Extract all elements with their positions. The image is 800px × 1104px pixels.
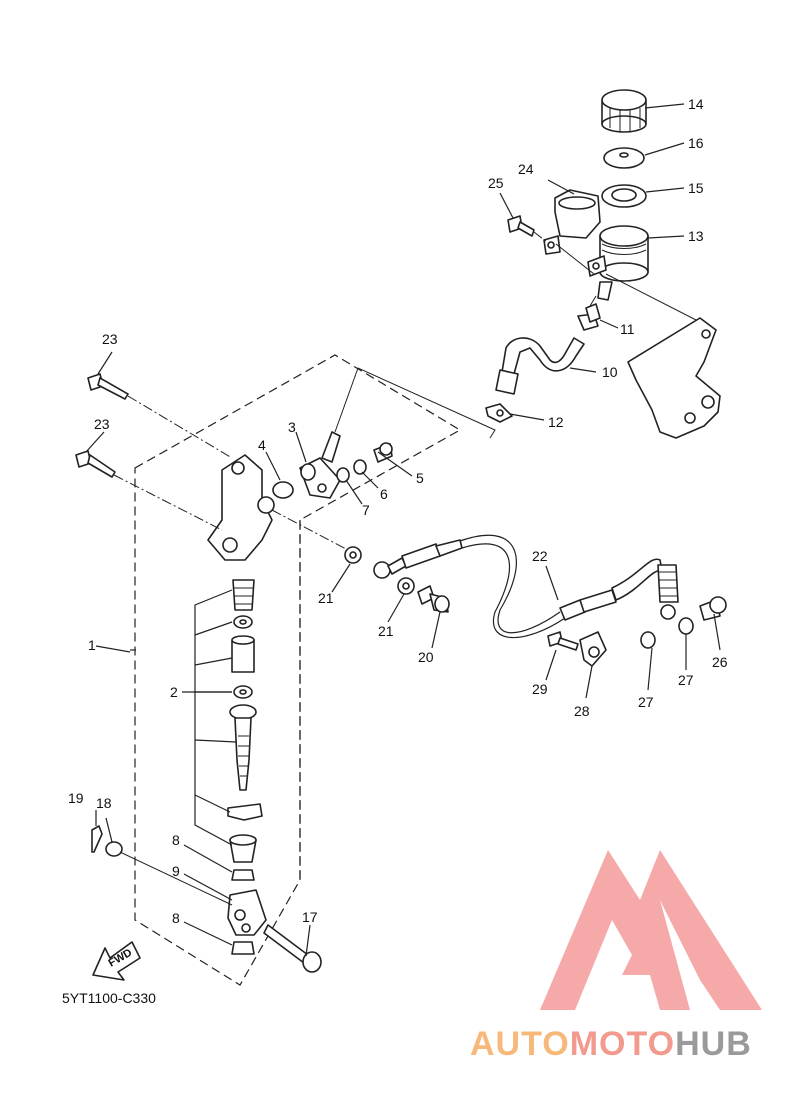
callout-12: 12 [548,414,564,430]
callout-29: 29 [532,681,548,697]
bolt-line-upper [127,395,233,459]
union-bolt-26 [699,596,727,621]
hose-clamp-28 [579,631,607,667]
watermark-moto: MOTO [570,1025,675,1063]
leader-lines [85,103,721,957]
screw-5 [373,442,393,463]
callout-23-upper: 23 [102,331,118,347]
union-bolt-20 [417,585,450,613]
bracket-line [605,273,701,323]
o-ring-4 [272,481,294,499]
callout-24: 24 [518,161,534,177]
bolt-23-upper [87,373,129,400]
callout-15: 15 [688,180,704,196]
callout-22: 22 [532,548,548,564]
watermark-hub: HUB [675,1025,752,1063]
callout-21-left: 21 [318,590,334,606]
nut-8-lower [231,941,255,955]
bracket-2 [194,589,233,846]
callout-5: 5 [416,470,424,486]
diagram-code: 5YT1100-C330 [62,990,156,1006]
reservoir-cover-24 [543,189,601,255]
callout-16: 16 [688,135,704,151]
callout-25: 25 [488,175,504,191]
watermark-logo [540,850,762,1010]
hose-clip-11 [577,303,601,331]
mount-bracket [627,317,721,439]
bolt-line-lower [113,474,223,531]
callout-27-right: 27 [678,672,694,688]
callout-19: 19 [68,790,84,806]
assembly-box-1 [134,354,462,986]
callout-3: 3 [288,419,296,435]
callout-28: 28 [574,703,590,719]
callout-9: 9 [172,863,180,879]
callout-13: 13 [688,228,704,244]
hose-clamp-12 [485,403,513,423]
callout-6: 6 [380,486,388,502]
callout-10: 10 [602,364,618,380]
washer-7 [336,467,350,483]
reservoir-cap-14 [601,89,647,133]
reservoir-tank-13 [587,225,649,301]
brake-hose-22 [373,534,679,639]
fwd-arrow: FWD [92,941,141,981]
washer-6 [353,459,367,475]
pin-17 [263,924,322,973]
hose-joint-3 [299,431,341,499]
diaphragm-plate-16 [603,147,645,169]
bolt-29 [547,631,579,651]
callout-1: 1 [88,637,96,653]
callout-7: 7 [362,502,370,518]
cotter-pin-19 [91,825,103,853]
bolt-line-21 [271,509,349,551]
reservoir-hose-10 [495,337,585,395]
bracket-2-ticks [194,621,237,813]
washer-18 [105,841,123,857]
diaphragm-15 [601,184,647,208]
callout-18: 18 [96,795,112,811]
pin-line [119,851,233,906]
callout-27-left: 27 [638,694,654,710]
washer-27-right [678,617,694,635]
callout-14: 14 [688,96,704,112]
master-cylinder-body [207,454,275,561]
callout-8-lower: 8 [172,910,180,926]
joint-hose-line [334,367,496,439]
clevis-9 [227,889,267,936]
callout-2: 2 [170,684,178,700]
callout-11: 11 [620,321,635,337]
callout-20: 20 [418,649,434,665]
watermark-text: AUTOMOTOHUB [470,1025,752,1063]
callout-21-right: 21 [378,623,394,639]
washer-27-left [640,631,656,649]
watermark-auto: AUTO [470,1025,570,1063]
callout-23-lower: 23 [94,416,110,432]
piston-kit-2 [227,579,263,863]
bolt-25 [507,215,535,237]
callout-8-upper: 8 [172,832,180,848]
callout-26: 26 [712,654,728,670]
callout-4: 4 [258,437,266,453]
bolt-23-lower [75,450,116,478]
callout-17: 17 [302,909,318,925]
nut-8-upper [231,869,255,881]
callout-labels: 1 2 3 4 5 6 7 8 8 9 10 11 12 13 14 15 16… [68,96,728,926]
